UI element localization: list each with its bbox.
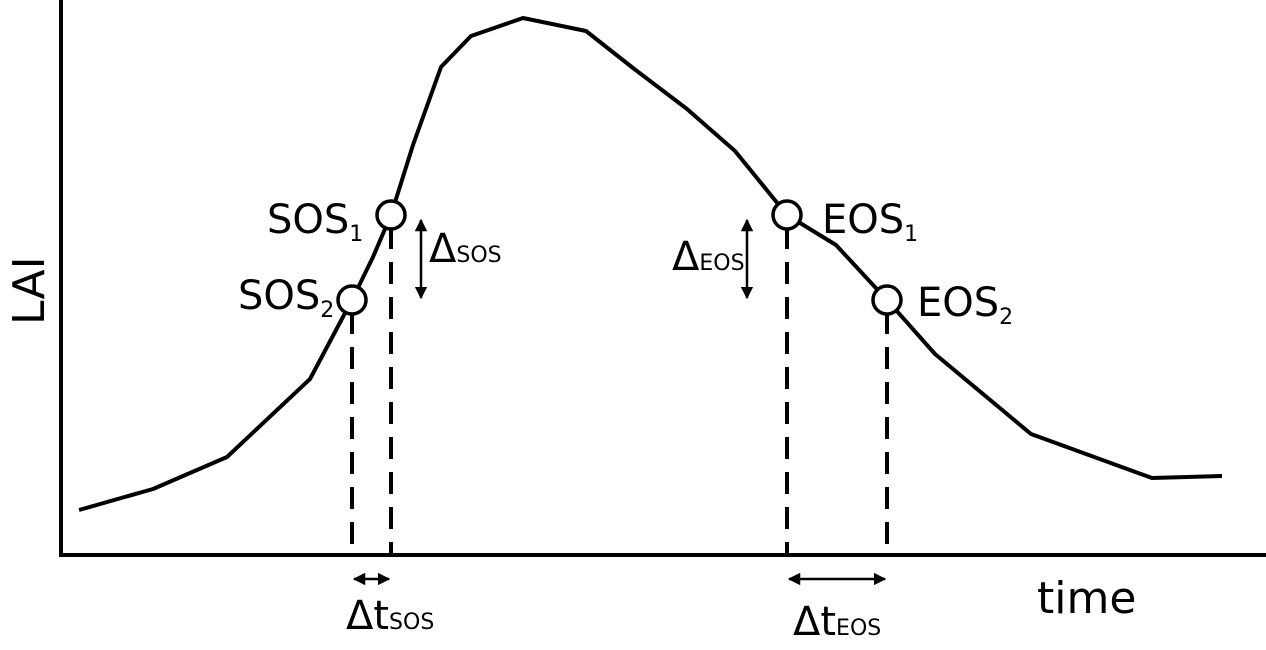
sos-time-delta-label: ΔtSOS <box>346 593 434 639</box>
eos1-label: EOS1 <box>822 197 918 247</box>
y-axis-label: LAI <box>4 256 55 325</box>
eos2-marker <box>871 284 903 316</box>
sos1-label: SOS1 <box>267 197 363 247</box>
x-axis-label: time <box>1037 573 1136 624</box>
eos2-label: EOS2 <box>917 280 1013 330</box>
sos2-label: SOS2 <box>238 273 334 323</box>
sos-lai-delta-label: ΔSOS <box>429 226 502 272</box>
eos1-marker <box>771 199 803 231</box>
eos-time-delta-label: ΔtEOS <box>793 599 881 645</box>
sos2-marker <box>336 284 368 316</box>
sos1-marker <box>375 199 407 231</box>
eos-lai-delta-label: ΔEOS <box>672 234 745 280</box>
lai-curve <box>78 16 1223 512</box>
